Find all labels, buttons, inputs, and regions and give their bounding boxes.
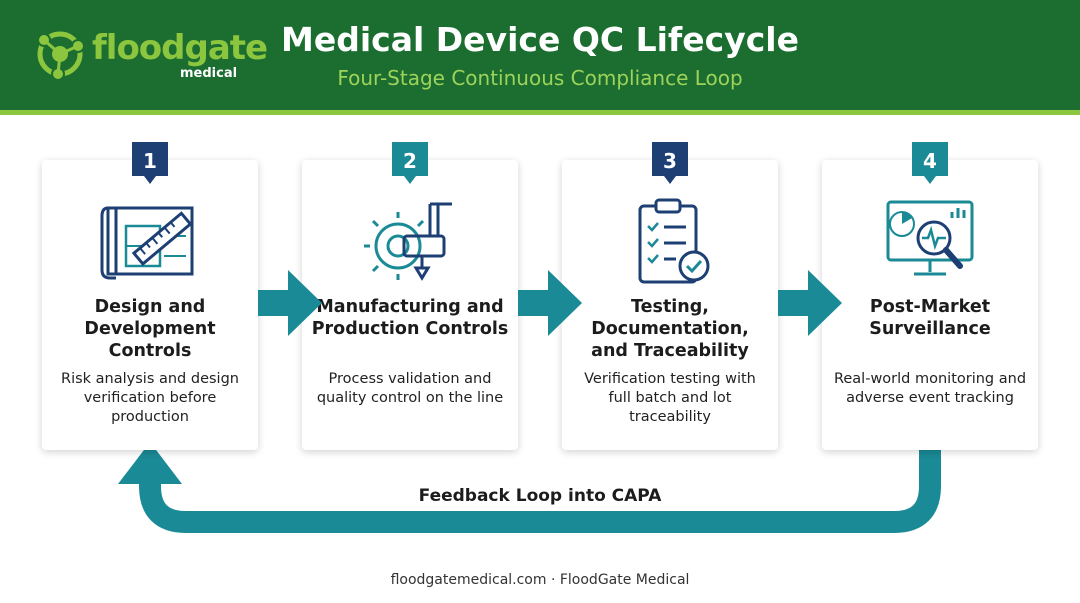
- molecule-logo-icon: [37, 31, 85, 81]
- stage-number: 4: [923, 149, 937, 173]
- stage-number: 1: [143, 149, 157, 173]
- stage-card-post-market[interactable]: Post-Market Surveillance Real-world moni…: [822, 160, 1038, 450]
- gear-machine-icon: [360, 196, 460, 286]
- flow-arrow-right-icon: [258, 270, 322, 336]
- header-banner: [0, 0, 1080, 110]
- stage-description: Verification testing with full batch and…: [584, 371, 756, 425]
- stage-number-badge: 3: [652, 142, 688, 186]
- header-accent-stripe: [0, 110, 1080, 115]
- stage-number: 2: [403, 149, 417, 173]
- blueprint-ruler-icon: [100, 196, 200, 286]
- feedback-loop-label: Feedback Loop into CAPA: [418, 486, 662, 506]
- stage-title: Post-Market Surveillance: [869, 297, 991, 339]
- logo-subtext: medical: [180, 66, 238, 81]
- page-subtitle: Four-Stage Continuous Compliance Loop: [337, 66, 743, 90]
- stage-description: Process validation and quality control o…: [316, 371, 504, 406]
- stage-card-design[interactable]: Design and Development Controls Risk ana…: [42, 160, 258, 450]
- footer-credit: floodgatemedical.com · FloodGate Medical: [390, 572, 690, 588]
- flow-arrow-right-icon: [778, 270, 842, 336]
- stage-number-badge: 4: [912, 142, 948, 186]
- stage-number: 3: [663, 149, 677, 173]
- monitor-magnifier-icon: [880, 196, 980, 286]
- stage-number-badge: 2: [392, 142, 428, 186]
- stage-title: Testing, Documentation, and Traceability: [591, 297, 749, 361]
- logo-wordmark: floodgate: [92, 28, 268, 68]
- stage-description: Real-world monitoring and adverse event …: [833, 371, 1027, 406]
- stage-number-badge: 1: [132, 142, 168, 186]
- stage-title: Design and Development Controls: [84, 297, 216, 361]
- clipboard-checklist-icon: [620, 196, 720, 286]
- stage-card-testing[interactable]: Testing, Documentation, and Traceability…: [562, 160, 778, 450]
- stage-description: Risk analysis and design verification be…: [61, 371, 239, 425]
- stage-title: Manufacturing and Production Controls: [311, 297, 509, 339]
- stage-card-manufacturing[interactable]: Manufacturing and Production Controls Pr…: [302, 160, 518, 450]
- floodgate-logo[interactable]: floodgate medical: [30, 24, 268, 88]
- page-title: Medical Device QC Lifecycle: [281, 20, 799, 59]
- flow-arrow-right-icon: [518, 270, 582, 336]
